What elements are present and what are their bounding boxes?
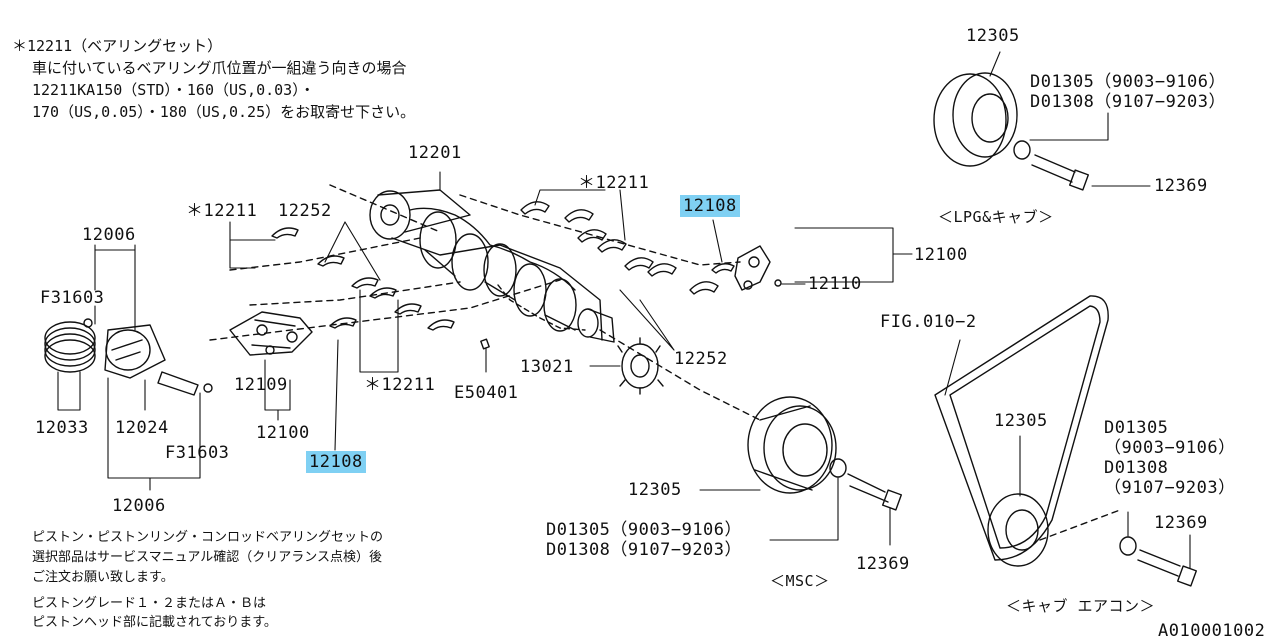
figure-reference[interactable]: FIG.010−2 (880, 312, 977, 332)
part-label-12369-top[interactable]: 12369 (1154, 176, 1208, 196)
part-label-d01308-top[interactable]: D01308（9107−9203） (1030, 92, 1227, 112)
belt-drawing (934, 295, 1198, 587)
part-label-12211-bottom[interactable]: ＊12211 (364, 375, 436, 395)
note-line-4: 170（US,0.05）・180（US,0.25）をお取寄せ下さい。 (32, 103, 416, 121)
bottom-note-line-2: 選択部品はサービスマニュアル確認（クリアランス点検）後 (32, 550, 382, 565)
part-label-12108-top[interactable]: 12108 (680, 195, 740, 217)
bottom-note-line-5: ピストンヘッド部に記載されております。 (32, 615, 277, 630)
part-label-d01308-mid[interactable]: D01308（9107−9203） (546, 540, 743, 560)
part-label-12305-top[interactable]: 12305 (966, 26, 1020, 46)
crankshaft-drawing (369, 189, 615, 343)
bottom-note-line-1: ピストン・ピストンリング・コンロッドベアリングセットの (32, 530, 384, 545)
bottom-note-line-3: ご注文お願い致します。 (32, 570, 174, 585)
part-label-13021[interactable]: 13021 (520, 357, 574, 377)
piston-assembly-drawing (44, 318, 213, 396)
part-label-e50401[interactable]: E50401 (454, 383, 519, 403)
part-label-12006-top[interactable]: 12006 (82, 225, 136, 245)
part-label-12006-bottom[interactable]: 12006 (112, 496, 166, 516)
caption-lpg: ＜LPG&キャブ＞ (938, 208, 1054, 226)
part-label-12369-right[interactable]: 12369 (1154, 513, 1208, 533)
part-label-12100-left[interactable]: 12100 (256, 423, 310, 443)
part-label-12108-bottom[interactable]: 12108 (306, 451, 366, 473)
pulley-lpg-drawing (933, 72, 1090, 191)
part-label-d01305-right-range: （9003−9106） (1104, 438, 1236, 458)
part-label-12211-top[interactable]: ＊12211 (578, 173, 650, 193)
part-label-12110[interactable]: 12110 (808, 274, 862, 294)
part-label-d01308-right-range: （9107−9203） (1104, 478, 1236, 498)
part-label-12024[interactable]: 12024 (115, 418, 169, 438)
part-label-f31603-bottom[interactable]: F31603 (165, 443, 230, 463)
main-bearing-shells (271, 201, 735, 331)
pulley-msc-drawing (747, 396, 903, 511)
part-label-d01308-right[interactable]: D01308 (1104, 458, 1169, 478)
part-label-d01305-right[interactable]: D01305 (1104, 418, 1169, 438)
note-line-3: 12211KA150（STD）・160（US,0.03）・ (32, 81, 315, 99)
part-label-12100-right[interactable]: 12100 (914, 245, 968, 265)
part-label-12201[interactable]: 12201 (408, 143, 462, 163)
bottom-note-line-4: ピストングレード１・２またはＡ・Ｂは (32, 596, 267, 611)
caption-msc: ＜MSC＞ (770, 572, 830, 590)
note-line-1: ＊12211（ベアリングセット） (12, 37, 223, 55)
part-label-12109[interactable]: 12109 (234, 375, 288, 395)
part-label-12252-top[interactable]: 12252 (278, 201, 332, 221)
part-label-d01305-mid[interactable]: D01305（9003−9106） (546, 520, 743, 540)
part-label-d01305-top[interactable]: D01305（9003−9106） (1030, 72, 1227, 92)
part-label-12305-mid[interactable]: 12305 (628, 480, 682, 500)
part-label-12369-mid[interactable]: 12369 (856, 554, 910, 574)
part-label-f31603-top[interactable]: F31603 (40, 288, 105, 308)
part-label-12252-bottom[interactable]: 12252 (674, 349, 728, 369)
sprocket-drawing (480, 337, 664, 395)
part-label-12305-right[interactable]: 12305 (994, 411, 1048, 431)
part-label-12211-left[interactable]: ＊12211 (186, 201, 258, 221)
figure-id: A010001002 (1158, 621, 1266, 640)
connecting-rod-drawing (229, 245, 782, 356)
caption-aircon: ＜キャブ エアコン＞ (1006, 597, 1156, 615)
leader-lines (57, 51, 1191, 569)
note-line-2: 車に付いているベアリング爪位置が一組違う向きの場合 (32, 59, 407, 77)
part-label-12033[interactable]: 12033 (35, 418, 89, 438)
